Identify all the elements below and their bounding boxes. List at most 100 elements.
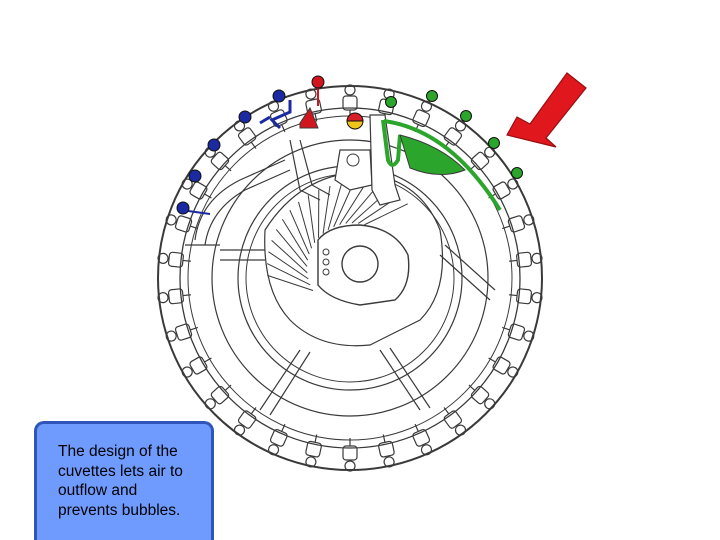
cuvette-vent [157,292,169,304]
cuvette-channel [204,357,212,363]
cuvette-cell [167,251,184,268]
cuvette-cell [492,181,511,200]
cuvette-vent [233,424,246,436]
hub-center [341,245,379,283]
green-port [488,137,500,149]
cuvette-channel [501,225,510,230]
sample-chamber [334,149,373,191]
cuvette-channel [382,434,386,443]
cuvette-channel [250,141,257,149]
cuvette [233,407,257,436]
lamella-line [364,203,408,226]
blue-port [188,169,202,183]
blue-port [176,201,190,215]
lamella-line [281,218,309,261]
radial-channel-left [185,244,265,261]
green-port [426,90,438,102]
cuvette-vent [157,252,169,264]
chamber-dot-1 [346,153,360,167]
cuvette [267,423,288,456]
cuvette-vent [344,84,356,96]
cuvette [305,88,322,122]
cuvette-vent [204,398,216,410]
cuvette-channel [182,294,191,297]
green-chamber [399,134,466,175]
lamella-line [322,185,331,234]
cuvette-channel [281,423,286,432]
lamella-line [345,186,378,224]
cuvette [501,323,535,342]
green-channel-loop [381,119,402,167]
cuvette-cell [269,428,288,447]
diluent-chamber [369,114,401,206]
lamella-line [298,201,313,249]
cuvette-vent [484,398,496,410]
cuvette-channel [314,434,318,443]
blue-port [272,89,286,103]
cuvette [509,251,543,268]
rotor-inner-rim [179,107,521,449]
lamella-line [307,195,316,243]
cuvette-cell [167,288,184,305]
cuvette-vent [344,460,356,472]
cuvette [204,384,232,410]
cuvette-vent [165,330,177,342]
green-port [460,110,472,122]
cuvette [165,214,199,233]
cuvette-channel [314,113,318,122]
blue-channel-2 [259,115,271,125]
hub-hole-3 [322,268,330,276]
cuvette-channel [224,384,232,391]
cuvette-vent [420,100,433,112]
cuvette [157,251,191,268]
cuvette-channel [488,357,496,363]
callout-text: The design of the cuvettes lets air to o… [58,443,183,519]
cuvette-vent [181,366,193,378]
red-port [311,75,325,89]
cuvette-channel [281,124,286,133]
cuvette [378,434,395,468]
cuvette [305,434,322,468]
lamella-line [268,251,309,280]
cuvette-channel [468,384,476,391]
cuvette-channel [501,326,510,331]
cuvette-vent [507,178,519,190]
cuvette-vent [165,214,177,226]
cuvette-vent [531,292,543,304]
cuvette-vent [305,88,317,100]
cuvette [157,288,191,305]
cuvette-channel [182,259,191,262]
cuvette [412,423,433,456]
hub-hole-2 [322,258,330,266]
red-arrow-icon [506,72,587,148]
lamella-line [289,209,310,255]
half-port-top [346,112,364,122]
cuvette-vent [507,366,519,378]
cuvette-vent [523,214,535,226]
cuvette-channel [190,326,199,331]
green-channel-arc [383,119,502,212]
cuvette [181,356,212,378]
lamella-line [275,229,308,267]
cuvette [468,384,496,410]
callout-box: The design of the cuvettes lets air to o… [34,421,214,540]
lamella-line [266,263,311,286]
cuvette [342,438,358,472]
lamella-line [271,239,308,274]
left-branch-channel [194,159,291,246]
lamella-line [339,183,366,226]
red-channel [299,106,319,129]
cuvette-vent [523,330,535,342]
cuvette-channel [190,225,199,230]
cuvette-channel [443,407,450,415]
blue-port [207,138,221,152]
cuvette-vent [420,444,433,456]
radial-channel-bottom [259,347,431,416]
half-port-bottom [346,120,364,130]
cuvette [509,288,543,305]
green-port [385,96,397,108]
upper-channel [289,139,331,201]
cuvette-vent [454,120,467,132]
radial-channel-right [439,244,496,301]
